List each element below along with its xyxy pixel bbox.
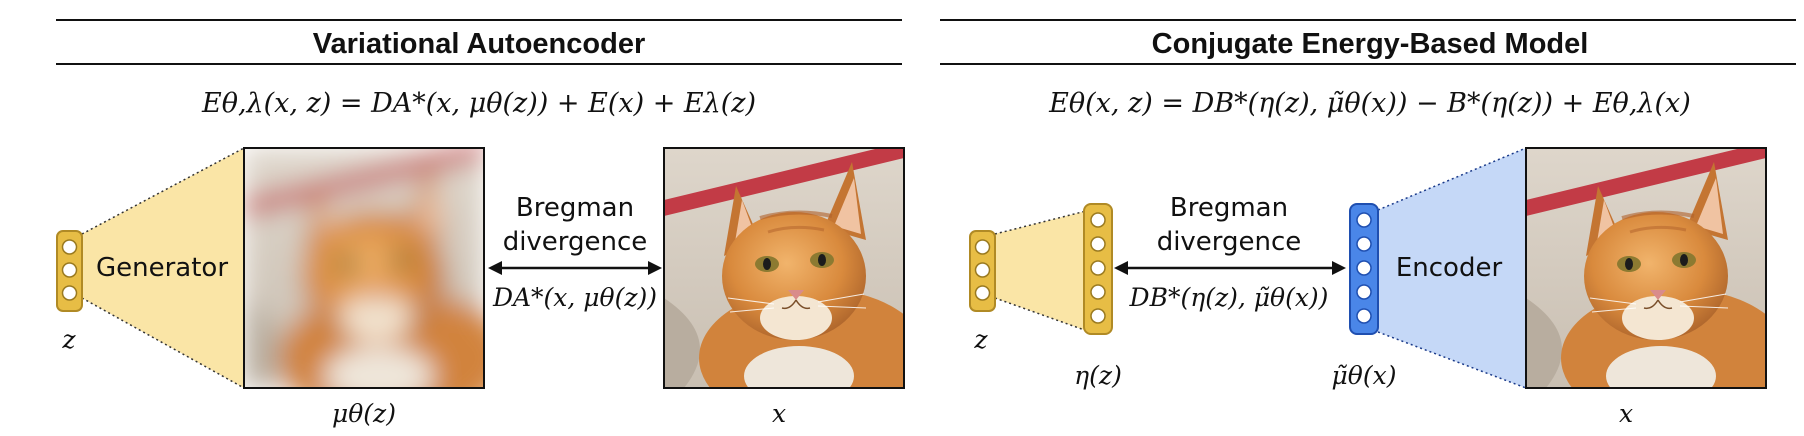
mu-tilde-label: μ̃θ(x) — [1332, 361, 1397, 390]
encoder-edge-bottom — [1377, 331, 1527, 389]
cebm-divergence-line2: divergence — [1157, 227, 1302, 257]
vae-divergence-arrow — [488, 261, 662, 275]
vae-z-label: z — [61, 325, 76, 354]
blurred-cat-image — [243, 147, 485, 389]
cat-photo — [1525, 147, 1767, 389]
vae-equation: Eθ,λ(x, z) = DA*(x, μθ(z)) + E(x) + Eλ(z… — [201, 88, 756, 119]
encoder-label: Encoder — [1396, 253, 1503, 283]
cebm-latent-z-node — [969, 230, 996, 312]
mu-tilde-node — [1349, 203, 1379, 335]
vae-divergence-line1: Bregman — [516, 193, 634, 223]
vae-divergence-line2: divergence — [503, 227, 648, 257]
vae-x-label: x — [772, 399, 786, 428]
vae-divergence-formula: DA*(x, μθ(z)) — [492, 283, 657, 312]
vae-latent-z-node — [56, 230, 83, 312]
eta-label: η(z) — [1074, 361, 1122, 390]
vae-recon-label: μθ(z) — [332, 399, 396, 428]
vae-title: Variational Autoencoder — [313, 28, 646, 60]
eta-network — [995, 210, 1090, 332]
cebm-z-label: z — [973, 325, 988, 354]
cebm-divergence-line1: Bregman — [1170, 193, 1288, 223]
eta-node — [1083, 203, 1113, 335]
encoder-network — [1378, 148, 1526, 388]
generator-label: Generator — [96, 253, 228, 283]
cebm-x-label: x — [1619, 399, 1633, 428]
cebm-panel: Conjugate Energy-Based Model Eθ(x, z) = … — [940, 19, 1796, 428]
cebm-equation: Eθ(x, z) = DB*(η(z), μ̃θ(x)) − B*(η(z)) … — [1048, 88, 1691, 119]
cebm-title: Conjugate Energy-Based Model — [1152, 28, 1589, 60]
encoder-edge-top — [1377, 147, 1527, 211]
vae-panel: Variational Autoencoder Eθ,λ(x, z) = DA*… — [56, 19, 905, 428]
vae-data-image — [663, 147, 905, 389]
generator-edge-bottom — [81, 297, 245, 389]
cebm-divergence-formula: DB*(η(z), μ̃θ(x)) — [1129, 283, 1329, 312]
cebm-divergence-arrow — [1114, 261, 1346, 275]
generator-network — [82, 148, 244, 388]
generator-edge-top — [81, 147, 245, 235]
